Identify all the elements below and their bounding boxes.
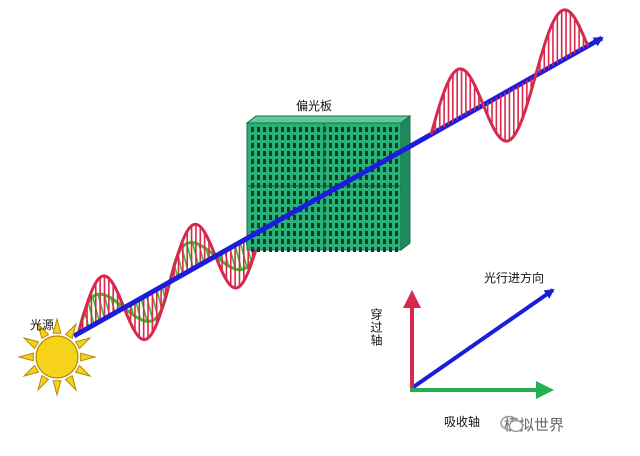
absorption-axis-label: 吸收轴: [444, 415, 481, 429]
transmission-axis-label: 穿过轴: [369, 308, 383, 347]
polarizer-label: 偏光板: [296, 99, 333, 113]
axis-diagram: [403, 288, 555, 399]
light-beam-arrow: [72, 35, 604, 339]
polarizer-block: [245, 114, 412, 252]
watermark: 模拟世界: [500, 414, 564, 435]
propagation-axis-arrow: [410, 288, 555, 390]
sun-icon: [17, 317, 97, 397]
polarized-wave: [429, 8, 590, 143]
propagation-direction-label: 光行进方向: [484, 271, 545, 285]
light-source-label: 光源: [30, 318, 55, 332]
